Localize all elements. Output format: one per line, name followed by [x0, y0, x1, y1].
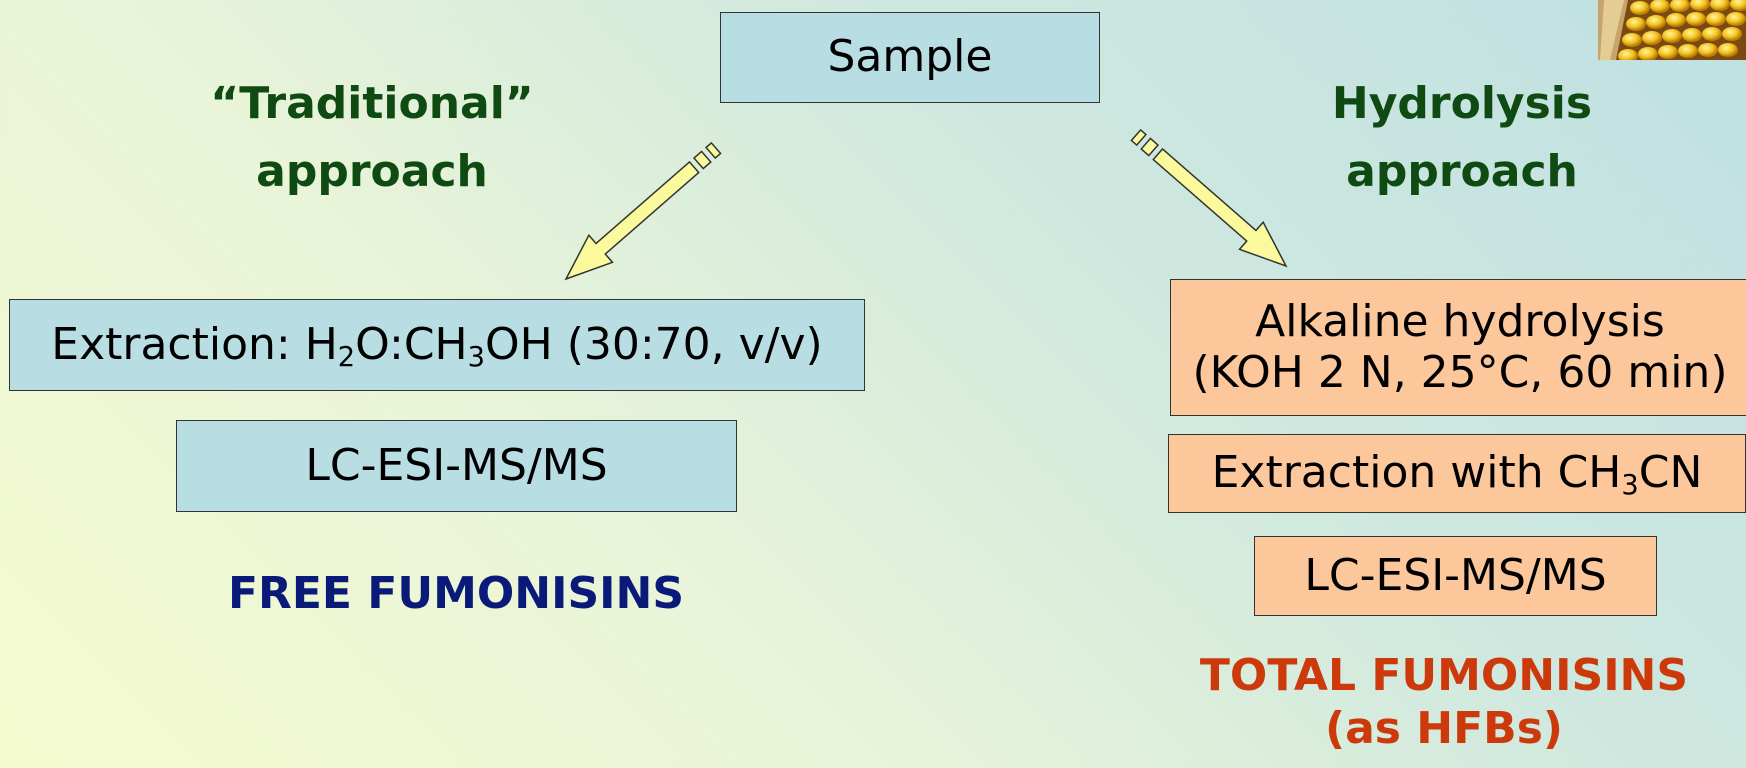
- alkaline-hydrolysis-box: Alkaline hydrolysis (KOH 2 N, 25°C, 60 m…: [1170, 279, 1746, 416]
- left-analysis-box: LC-ESI-MS/MS: [176, 420, 737, 512]
- traditional-heading-line1: “Traditional”: [210, 78, 534, 129]
- left-analysis-label: LC-ESI-MS/MS: [305, 439, 608, 491]
- right-analysis-label: LC-ESI-MS/MS: [1304, 549, 1607, 601]
- alkaline-hydrolysis-text: Alkaline hydrolysis (KOH 2 N, 25°C, 60 m…: [1192, 295, 1728, 398]
- right-extraction-text: Extraction with CH3CN: [1211, 447, 1703, 502]
- traditional-approach-heading: “Traditional” approach: [172, 70, 572, 206]
- hydrolysis-line1: Alkaline hydrolysis: [1255, 295, 1665, 347]
- right-arrow: [1130, 128, 1288, 268]
- hydrolysis-heading-line2: approach: [1346, 146, 1578, 198]
- sample-label: Sample: [827, 31, 993, 83]
- hydrolysis-approach-heading: Hydrolysis approach: [1262, 70, 1662, 206]
- right-extraction-box: Extraction with CH3CN: [1168, 434, 1746, 513]
- traditional-heading-line2: approach: [256, 146, 488, 198]
- sample-box: Sample: [720, 12, 1100, 103]
- hydrolysis-line2: (KOH 2 N, 25°C, 60 min): [1192, 346, 1728, 398]
- hydrolysis-heading-line1: Hydrolysis: [1331, 78, 1593, 129]
- left-arrow: [564, 141, 722, 281]
- free-fumonisins-result: FREE FUMONISINS: [227, 568, 685, 619]
- total-result-line1: TOTAL FUMONISINS: [1199, 650, 1689, 701]
- total-result-line2: (as HFBs): [1324, 702, 1564, 754]
- left-extraction-box: Extraction: H2O:CH3OH (30:70, v/v): [9, 299, 865, 391]
- total-fumonisins-result: TOTAL FUMONISINS (as HFBs): [1142, 650, 1746, 756]
- left-extraction-text: Extraction: H2O:CH3OH (30:70, v/v): [51, 318, 823, 373]
- corn-cob-icon: [1598, 0, 1746, 60]
- right-analysis-box: LC-ESI-MS/MS: [1254, 536, 1657, 616]
